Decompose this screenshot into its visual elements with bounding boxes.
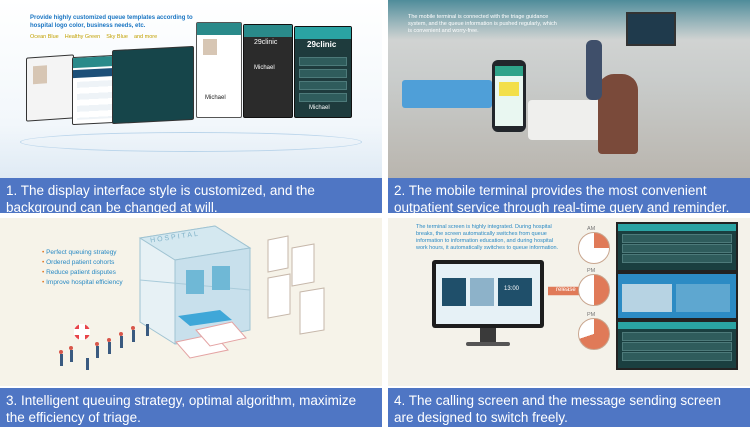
portrait-screen-1: Michael [196,22,242,118]
clock-am-label: AM [587,226,596,232]
patient-name-1: Michael [205,95,226,101]
panel-display-customization: Provide highly customized queue template… [0,0,382,213]
monitor-base [466,342,510,346]
hospital-isometric-illustration: • Perfect queuing strategy • Ordered pat… [0,218,382,386]
clock-am [578,232,610,264]
queue-screen-top [616,222,738,272]
screen-switching-illustration: The terminal screen is highly integrated… [388,218,750,386]
info-screen-middle [616,272,738,320]
release-label: release [556,287,576,293]
option-healthy-green: Healthy Green [64,34,101,40]
color-options: Ocean Blue Healthy Green Sky Blue and mo… [30,34,157,41]
blue-chairs [402,80,492,108]
caption-2: 2. The mobile terminal provides the most… [388,178,750,213]
caption-1: 1. The display interface style is custom… [0,178,382,213]
bullet-1: • Perfect queuing strategy [42,249,117,256]
patient-name-3: Michael [309,105,330,111]
template-tagline: Provide highly customized queue template… [30,15,193,29]
clinic-label-2: 29clinic [254,39,278,46]
patient-name-2: Michael [254,65,275,71]
display-templates-illustration: Provide highly customized queue template… [0,0,382,178]
person-seated [598,74,638,154]
bullet-2: • Ordered patient cohorts [42,259,115,266]
clock-pm-2 [578,318,610,350]
waiting-room-photo: The mobile terminal is connected with th… [388,0,750,178]
desktop-monitor: 13:00 [432,260,544,328]
wide-display-screen [26,54,74,122]
isometric-building [59,225,325,370]
wall-screen [626,12,676,46]
white-sofa [528,100,608,140]
portrait-screen-3: 29clinic Michael [294,26,352,118]
panel-queuing-strategy: • Perfect queuing strategy • Ordered pat… [0,218,382,427]
doctor-photo [33,65,47,85]
option-ocean-blue: Ocean Blue [30,34,59,40]
mobile-overlay-text: The mobile terminal is connected with th… [408,14,557,34]
clock-pm-1 [578,274,610,306]
clock-pm-1-label: PM [587,268,596,274]
panel-mobile-terminal: The mobile terminal is connected with th… [388,0,750,213]
floor-reflection [20,132,362,152]
portrait-screen-2: 29clinic Michael [243,24,293,118]
dark-queue-screen [112,45,194,125]
queue-screen-bottom [616,320,738,370]
clock-pm-2-label: PM [587,312,596,318]
mobile-phone [492,60,526,132]
monitor-stand [480,328,496,342]
clinic-label-3: 29clinic [307,40,337,49]
caption-3: 3. Intelligent queuing strategy, optimal… [0,388,382,427]
panel-screen-switching: The terminal screen is highly integrated… [388,218,750,427]
caption-4: 4. The calling screen and the message se… [388,388,750,427]
switching-description: The terminal screen is highly integrated… [416,224,559,251]
bullet-4: • Improve hospital efficiency [42,279,123,286]
person-standing [586,40,602,100]
option-sky-blue: Sky Blue [106,34,128,40]
monitor-time: 13:00 [504,286,520,292]
strategy-bullets: • Perfect queuing strategy • Ordered pat… [42,248,123,288]
bullet-3: • Reduce patient disputes [42,269,116,276]
option-more: and more [133,34,158,40]
